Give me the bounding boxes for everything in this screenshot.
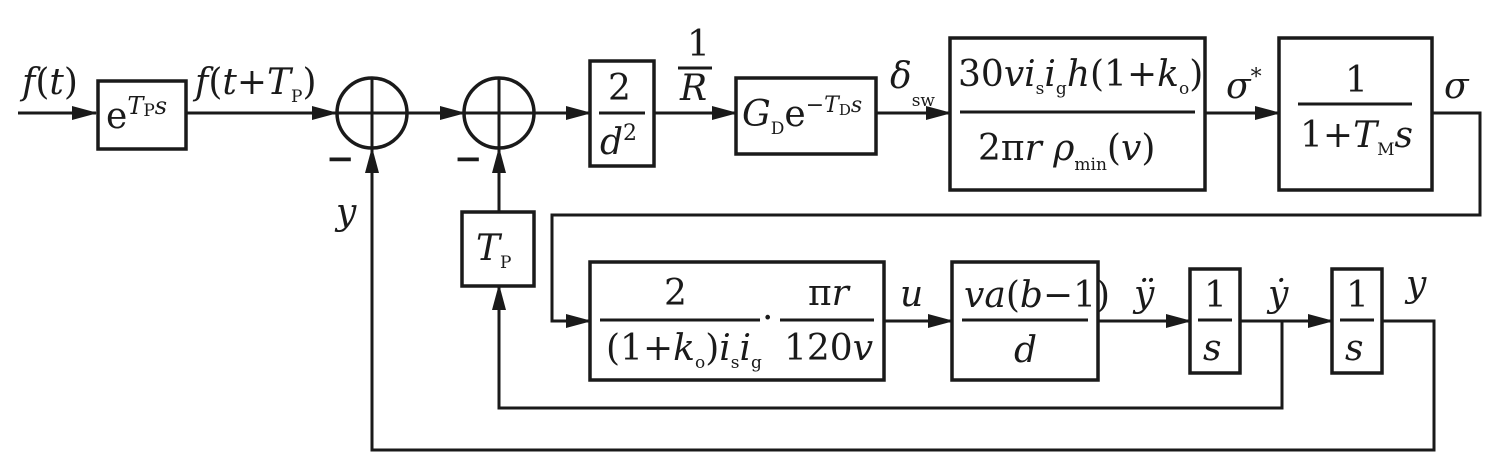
svg-text:120v: 120v xyxy=(784,328,873,369)
wire-y-out xyxy=(365,147,1436,452)
svg-text:1: 1 xyxy=(687,24,710,65)
predicted-label: f(t+TP) xyxy=(192,62,317,107)
integrator-2-block: 1 s xyxy=(1330,267,1384,375)
conversion-gain-block: 2 (1+ko)isig · πr 120v xyxy=(588,260,886,382)
svg-text:1: 1 xyxy=(1204,275,1227,316)
y-out-label: y xyxy=(1404,264,1427,305)
integrator-1-block: 1 s xyxy=(1188,267,1242,375)
svg-text:s: s xyxy=(1345,328,1363,369)
y-ddot-label: ÿ xyxy=(1132,274,1155,315)
svg-text:2: 2 xyxy=(664,273,687,314)
steer-label: δsw xyxy=(890,56,935,111)
lateral-dynamics-block: va(b−1) d xyxy=(950,260,1110,382)
svg-text:GDe−TDs: GDe−TDs xyxy=(742,93,862,139)
svg-text:1: 1 xyxy=(1346,275,1369,316)
sum-junction-1 xyxy=(335,76,409,150)
predictor-block: eTPs xyxy=(96,79,188,151)
svg-text:1+TMs: 1+TMs xyxy=(1300,115,1413,160)
lag-block: 1 1+TMs xyxy=(1277,36,1434,192)
y-feedback-label: y xyxy=(334,192,357,233)
svg-text:1: 1 xyxy=(1345,60,1368,101)
svg-text:2: 2 xyxy=(608,68,631,109)
input-label: f(t) xyxy=(19,62,78,103)
sum2-minus-sign: − xyxy=(454,139,483,179)
steer-to-lateral-block: 30visigh(1+ko) 2πr ρmin(v) xyxy=(948,36,1207,192)
svg-text:d: d xyxy=(1014,330,1037,371)
svg-text:2πr ρmin(v): 2πr ρmin(v) xyxy=(978,128,1155,175)
sigma-star-label: σ* xyxy=(1226,65,1262,107)
sum1-minus-sign: − xyxy=(326,139,355,179)
y-dot-label: ẏ xyxy=(1266,274,1289,315)
svg-text:s: s xyxy=(1203,328,1221,369)
driver-delay-block: GDe−TDs xyxy=(734,76,878,156)
tp-gain-block: TP xyxy=(460,210,536,288)
svg-text:va(b−1): va(b−1) xyxy=(964,275,1110,316)
wire-sigma-wrap xyxy=(550,111,1482,328)
curvature-gain-block: 2 d2 xyxy=(588,59,656,168)
inv-radius-label: 1 R xyxy=(678,24,712,109)
wire-ydot-feedback xyxy=(492,284,1284,410)
svg-text:30visigh(1+ko): 30visigh(1+ko) xyxy=(958,54,1203,99)
svg-text:πr: πr xyxy=(808,273,851,314)
u-label: u xyxy=(900,274,923,315)
svg-text:·: · xyxy=(762,298,773,339)
sum-junction-2 xyxy=(462,76,536,150)
svg-text:R: R xyxy=(679,68,707,109)
svg-text:(1+ko)isig: (1+ko)isig xyxy=(606,328,762,373)
sigma-label: σ xyxy=(1444,66,1470,107)
